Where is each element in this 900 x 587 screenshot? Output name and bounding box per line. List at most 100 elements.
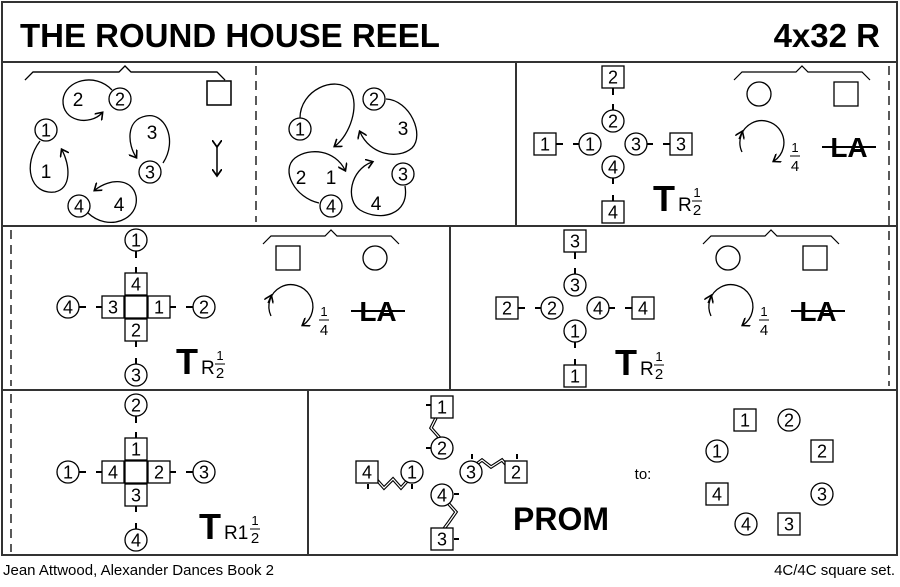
dancer-number: 3 — [437, 530, 447, 550]
turn-hand: R — [678, 195, 692, 216]
dancer-circle — [108, 87, 132, 111]
woman-dancer: 1 — [124, 228, 148, 252]
man-dancer: 4 — [631, 296, 655, 320]
man-dancer: 4 — [601, 200, 625, 224]
promenade-label: PROM — [513, 501, 609, 537]
woman-dancer: 1 — [56, 460, 80, 484]
man-dancer: 1 — [147, 295, 171, 319]
dancer-circle — [734, 512, 758, 536]
man-dancer: 2 — [810, 439, 834, 463]
turn-hand: R — [201, 358, 215, 379]
woman-role-icon — [362, 245, 388, 271]
woman-dancer: 3 — [810, 482, 834, 506]
dancer-number: 3 — [131, 486, 141, 506]
woman-dancer: 2 — [192, 295, 216, 319]
woman-dancer: 1 — [705, 439, 729, 463]
dancer-path-arrow — [62, 79, 113, 121]
rotation-arc — [708, 284, 754, 325]
woman-dancer: 3 — [391, 162, 415, 186]
dancer-number: 2 — [437, 439, 447, 459]
fraction-denominator: 2 — [251, 530, 259, 547]
turn-hand: R1 — [224, 523, 248, 544]
fraction-numerator: 1 — [655, 349, 662, 364]
rotation-icon: 14 — [268, 284, 329, 339]
dancer-circle — [705, 439, 729, 463]
dancer-number: 1 — [295, 120, 305, 140]
dancer-number: 3 — [108, 298, 118, 318]
dancer-number: 3 — [466, 463, 476, 483]
man-dancer: 1 — [124, 437, 148, 461]
woman-dancer: 2 — [777, 408, 801, 432]
dancer-number: 1 — [407, 463, 417, 483]
brace-icon — [702, 229, 840, 245]
woman-dancer: 2 — [430, 436, 454, 460]
dancer-number: 4 — [63, 298, 73, 318]
dancer-square — [504, 460, 528, 484]
dancer-number: 3 — [676, 135, 686, 155]
path-label: 2 — [73, 90, 84, 111]
center-square — [124, 460, 148, 484]
rotation-arrowhead — [268, 296, 271, 303]
woman-dancer: 2 — [601, 109, 625, 133]
woman-dancer: 4 — [56, 295, 80, 319]
dancer-number: 1 — [437, 398, 447, 418]
path-label: 1 — [41, 162, 52, 183]
dancer-number: 4 — [326, 197, 336, 217]
woman-dancer: 1 — [288, 117, 312, 141]
woman-dancer: 3 — [459, 460, 483, 484]
woman-role-icon — [715, 245, 741, 271]
dancer-number: 3 — [817, 485, 827, 505]
dancer-number: 2 — [784, 411, 794, 431]
la-label: LA — [791, 296, 845, 327]
rotation-arc — [268, 284, 314, 325]
man-dancer: 4 — [355, 460, 379, 484]
dancer-number: 2 — [131, 321, 141, 341]
set-info: 4C/4C square set. — [774, 562, 895, 579]
woman-dancer: 3 — [624, 132, 648, 156]
dancer-number: 1 — [540, 135, 550, 155]
fraction-numerator: 1 — [791, 140, 798, 155]
rotation-arrowhead — [708, 296, 711, 303]
dancer-number: 4 — [131, 275, 141, 295]
man-dancer: 1 — [430, 395, 454, 419]
dancer-number: 1 — [131, 440, 141, 460]
dancer-number: 4 — [74, 197, 84, 217]
dancer-number: 1 — [740, 411, 750, 431]
man-dancer: 2 — [504, 460, 528, 484]
dancer-number: 2 — [511, 463, 521, 483]
fraction-denominator: 2 — [655, 366, 663, 383]
brace-icon — [24, 65, 226, 81]
dancer-circle — [288, 117, 312, 141]
dancer-circle — [810, 482, 834, 506]
dancer-number: 1 — [41, 121, 51, 141]
fraction-numerator: 1 — [760, 304, 767, 319]
man-dancer: 4 — [124, 272, 148, 296]
man-dancer: 3 — [669, 132, 693, 156]
woman-dancer: 2 — [540, 296, 564, 320]
dancer-circle — [67, 194, 91, 218]
man-dancer: 1 — [533, 132, 557, 156]
woman-dancer: 1 — [563, 319, 587, 343]
dancer-number: 3 — [199, 463, 209, 483]
dancer-number: 3 — [570, 232, 580, 252]
dancer-number: 3 — [570, 276, 580, 296]
source-credit: Jean Attwood, Alexander Dances Book 2 — [3, 562, 275, 579]
dancer-number: 1 — [63, 463, 73, 483]
dancer-number: 4 — [741, 515, 751, 535]
man-role-icon — [802, 245, 828, 271]
dancer-square — [733, 408, 757, 432]
fraction-numerator: 1 — [693, 185, 700, 200]
brace-icon — [24, 65, 226, 81]
brace-icon — [733, 65, 871, 81]
dancer-number: 2 — [115, 90, 125, 110]
man-role-icon — [275, 245, 301, 271]
man-dancer: 2 — [495, 296, 519, 320]
dancer-square — [430, 395, 454, 419]
man-dancer: 2 — [124, 318, 148, 342]
